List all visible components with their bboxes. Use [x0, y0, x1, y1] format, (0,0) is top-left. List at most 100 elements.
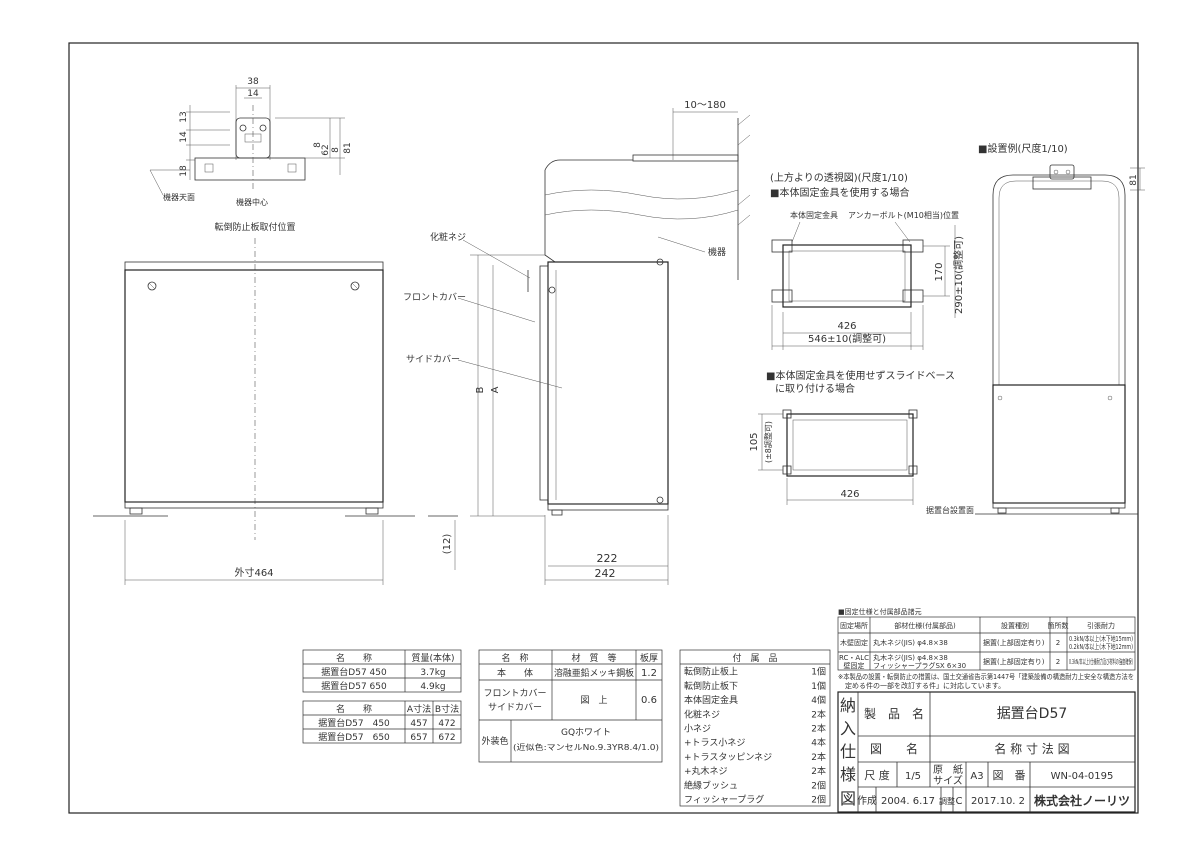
- sheet-border: [68, 42, 1139, 814]
- install-title: ■設置例(尺度1/10): [978, 142, 1068, 155]
- mass-r2c1: 据置台D57 650: [321, 680, 387, 692]
- dim-426b: 426: [840, 489, 859, 500]
- mat-r1c1: 本 体: [497, 667, 533, 679]
- dim-10-180: 10〜180: [684, 100, 726, 111]
- mat-r2c3: 0.6: [641, 695, 657, 706]
- mass-h1: 名 称: [336, 652, 372, 664]
- accessory-name: 転倒防止板上: [684, 666, 738, 678]
- dimt-r1c2: 457: [410, 719, 427, 729]
- accessory-name: 転倒防止板下: [684, 680, 738, 692]
- tb-drawing-label: 図 名: [870, 741, 918, 756]
- dimt-r1c3: 472: [438, 719, 455, 729]
- dim-8b: 8: [331, 147, 341, 153]
- accessory-qty: 4個: [811, 694, 826, 706]
- tb-side-3: 仕: [840, 742, 856, 761]
- dimt-r1c1: 据置台D57 450: [318, 717, 390, 729]
- top-view-title: (上方よりの透視図)(尺度1/10): [770, 171, 908, 184]
- fs-r2c4: 2: [1056, 658, 1060, 666]
- dim-13: 13: [179, 111, 189, 122]
- fs-r1c5b: 0.2kN/本以上(木下地12mm): [1069, 642, 1133, 651]
- accessory-name: 絶縁ブッシュ: [684, 779, 738, 791]
- accessory-qty: 2本: [811, 723, 826, 735]
- accessory-qty: 2個: [811, 794, 826, 806]
- tb-paper: A3: [970, 771, 983, 782]
- fixing-spec-table: ■固定仕様と付属部品諸元 固定場所 部材仕様(付属部品) 設置種別 箇所数 引張…: [837, 607, 1136, 690]
- label-device: 機器: [708, 246, 726, 258]
- fs-r2c3: 据置(上部固定有り): [983, 657, 1045, 666]
- label-side-cover: サイドカバー: [406, 354, 460, 365]
- accessory-qty: 2本: [811, 751, 826, 763]
- fs-note1: ※本製品の設置・転倒防止の措置は、国土交通省告示第1447号「建築設備の構造耐力…: [838, 672, 1134, 681]
- dim-170: 170: [934, 262, 945, 281]
- fs-h1: 固定場所: [840, 621, 868, 630]
- label-device-top: 機器天面: [163, 192, 195, 202]
- dimension-table: 名 称 A寸法 B寸法 据置台D57 450 457 472 据置台D57 65…: [302, 700, 462, 744]
- fs-r1c5a: 0.3kN/本以上(木下地15mm): [1069, 634, 1133, 643]
- acc-header: 付 属 品: [732, 653, 777, 664]
- tb-product-label: 製 品 名: [864, 706, 924, 721]
- mass-h2: 質量(本体): [411, 652, 454, 664]
- front-view-title: 転倒防止板取付位置: [214, 221, 295, 233]
- material-table: 名 称 材 質 等 板厚 本 体 溶融亜鉛メッキ鋼板 1.2 フロントカバー サ…: [478, 649, 663, 763]
- mat-h2: 材 質 等: [571, 652, 616, 664]
- dim-222: 222: [597, 552, 618, 565]
- dim-8: 8: [313, 142, 323, 148]
- front-view: 転倒防止板取付位置 外寸464: [93, 221, 415, 585]
- tb-made-label: 作成: [857, 795, 877, 807]
- tb-side-1: 納: [840, 696, 856, 715]
- accessory-qty: 1個: [811, 666, 826, 678]
- label-install-floor: 据置台設置面: [926, 505, 974, 515]
- mass-r1c2: 3.7kg: [420, 668, 445, 678]
- mat-h3: 板厚: [640, 652, 658, 664]
- fs-note2: 定める件の一部を改訂する件」に対応しています。: [845, 681, 1005, 690]
- accessory-name: +丸木ネジ: [684, 765, 728, 777]
- fs-r2c5: 0.3kN/本以上(仕様耐力及び材料の強度確保): [1069, 657, 1133, 666]
- fixing-spec-title: ■固定仕様と付属部品諸元: [838, 607, 922, 616]
- mat-r1c3: 1.2: [641, 668, 657, 679]
- bracket-detail: 38 14 13 14 18 8 62 8 81 機器天面 機器中心: [149, 77, 353, 207]
- accessory-name: 小ネジ: [684, 724, 711, 735]
- mat-color-label: 外装色: [481, 735, 508, 747]
- fs-r1c4: 2: [1056, 639, 1060, 647]
- dim-8adj: (±8調整可): [763, 421, 773, 463]
- accessory-qty: 1個: [811, 680, 826, 692]
- fs-h3: 設置種別: [1001, 621, 1029, 630]
- label-anchor: アンカーボルト(M10相当)位置: [848, 210, 959, 220]
- tb-company: 株式会社ノーリツ: [1034, 793, 1130, 808]
- dim-A: A: [490, 386, 501, 393]
- tb-paper-label-2: サイズ: [933, 774, 963, 787]
- dim-81: 81: [343, 142, 353, 153]
- mat-color-1: GQホワイト: [561, 727, 611, 738]
- title-block: 納 入 仕 様 図 製 品 名 据置台D57 図 名 名 称 寸 法 図 尺 度…: [837, 691, 1136, 813]
- tb-dwgno-label: 図 番: [993, 769, 1026, 782]
- accessory-name: +トラス小ネジ: [684, 738, 745, 749]
- tb-side-5: 図: [840, 789, 856, 808]
- accessory-qty: 2本: [811, 708, 826, 720]
- case2-line2: に取り付ける場合: [775, 382, 855, 395]
- tb-made: 2004. 6.17: [881, 796, 935, 807]
- fs-r2c1b: 壁固定: [844, 661, 865, 670]
- dim-14: 14: [247, 89, 259, 99]
- tb-scale-label: 尺 度: [864, 768, 890, 782]
- tb-rev-mark: C: [956, 796, 963, 807]
- fs-r1c1: 木壁固定: [840, 638, 868, 647]
- fs-r2c2a: 丸木ネジ(JIS) φ4.8×38: [873, 653, 948, 662]
- dim-290: 290±10(調整可): [952, 236, 965, 314]
- dim-14b: 14: [179, 131, 189, 143]
- tb-side-2: 入: [840, 719, 856, 738]
- accessory-name: 本体固定金具: [684, 694, 738, 706]
- label-front-cover: フロントカバー: [403, 292, 466, 303]
- dim-62: 62: [321, 144, 331, 155]
- dim-81-install: 81: [1129, 174, 1139, 185]
- dimt-r2c3: 672: [438, 733, 455, 743]
- dimt-h2: A寸法: [407, 703, 431, 715]
- dimt-h1: 名 称: [336, 703, 372, 715]
- dim-38: 38: [247, 77, 259, 87]
- dimt-h3: B寸法: [435, 703, 459, 715]
- mat-color-2: (近似色:マンセルNo.9.3YR8.4/1.0): [513, 742, 659, 752]
- accessory-qty: 2本: [811, 765, 826, 777]
- fs-r2c2b: フィッシャープラグSX 6×30: [873, 661, 966, 670]
- fs-h5: 引張耐力: [1087, 621, 1115, 630]
- accessory-qty: 2個: [811, 779, 826, 791]
